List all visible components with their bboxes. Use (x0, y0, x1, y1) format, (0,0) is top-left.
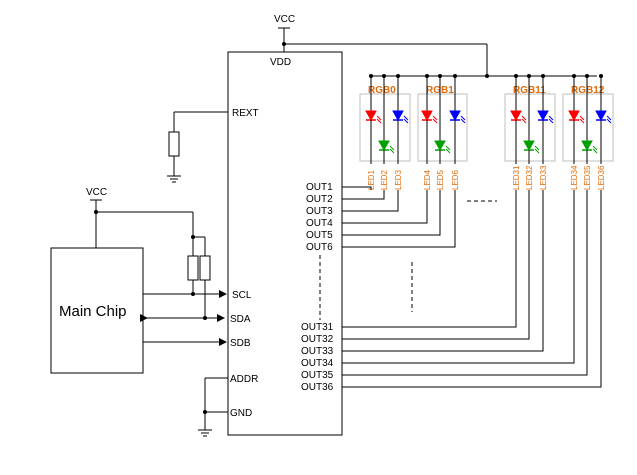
rgb-group-box (359, 93, 411, 162)
output-wires (342, 186, 602, 388)
led-diode-icon (378, 140, 390, 152)
led-label: LED5 (436, 169, 445, 190)
led-label: LED3 (394, 169, 403, 190)
addr-gnd (198, 377, 228, 437)
pin-out35: OUT35 (301, 370, 334, 381)
pin-out4: OUT4 (306, 218, 333, 229)
rgb-group-label: RGB11 (513, 85, 546, 96)
pin-gnd: GND (230, 408, 252, 419)
led-label: LED32 (525, 165, 534, 190)
led-diode-icon (421, 110, 433, 122)
led-label: LED36 (597, 165, 606, 190)
pin-scl: SCL (232, 290, 252, 301)
driver-ic-body (227, 51, 343, 436)
pin-sdb: SDB (230, 338, 251, 349)
vcc-left: VCC (86, 187, 211, 320)
rgb-group-box (504, 93, 556, 162)
vcc-left-label: VCC (86, 187, 107, 198)
vcc-top-label: VCC (274, 14, 295, 25)
rgb-group-label: RGB12 (571, 85, 605, 96)
output-wire (342, 190, 399, 212)
pin-out3: OUT3 (306, 206, 333, 217)
led-label: LED34 (570, 165, 579, 190)
rgb-group-box (562, 93, 614, 162)
pin-rext: REXT (232, 108, 259, 119)
pin-out1: OUT1 (306, 182, 333, 193)
pin-out6: OUT6 (306, 242, 333, 253)
led-label: LED31 (512, 165, 521, 190)
led-diode-icon (523, 140, 535, 152)
output-wire (342, 190, 544, 352)
output-wire (342, 190, 575, 364)
rgb-group-label: RGB0 (368, 85, 396, 96)
led-diode-icon (568, 110, 580, 122)
rext-resistor (167, 111, 228, 183)
led-diode-icon (581, 140, 593, 152)
output-wire (342, 190, 530, 340)
vcc-top: VCC (274, 14, 488, 76)
pin-out32: OUT32 (301, 334, 334, 345)
pin-out33: OUT33 (301, 346, 334, 357)
main-chip-label: Main Chip (59, 303, 127, 320)
led-label: LED4 (423, 169, 432, 190)
pin-out36: OUT36 (301, 382, 334, 393)
anode-bus (370, 74, 597, 78)
pin-addr: ADDR (230, 374, 258, 385)
pullup-resistor-sda (199, 255, 211, 281)
pin-vdd: VDD (270, 57, 291, 68)
led-diode-icon (392, 110, 404, 122)
led-diode-icon (434, 140, 446, 152)
led-label: LED6 (451, 169, 460, 190)
pin-sda: SDA (230, 314, 251, 325)
pin-out34: OUT34 (301, 358, 334, 369)
output-wire (342, 190, 602, 388)
output-wire (342, 190, 385, 200)
output-wire (342, 186, 372, 190)
led-label: LED1 (367, 169, 376, 190)
rgb-group-box (417, 93, 468, 162)
output-wire (342, 190, 456, 248)
led-label: LED33 (539, 165, 548, 190)
output-wire (342, 190, 588, 376)
led-diode-icon (449, 110, 461, 122)
main-chip: Main Chip (50, 247, 227, 374)
led-diode-icon (365, 110, 377, 122)
main-chip-body (50, 247, 144, 374)
led-label: LED35 (583, 165, 592, 190)
pin-out5: OUT5 (306, 230, 333, 241)
output-wire (342, 190, 441, 236)
driver-ic: VDD REXT SCL SDA SDB ADDR GND OUT1 OUT2 … (227, 51, 343, 436)
pin-out31: OUT31 (301, 322, 334, 333)
pullup-resistor-scl (187, 255, 199, 281)
led-diode-icon (537, 110, 549, 122)
pin-out2: OUT2 (306, 194, 333, 205)
output-wire (342, 190, 428, 224)
led-diode-icon (595, 110, 607, 122)
led-label: LED2 (380, 169, 389, 190)
led-diode-icon (510, 110, 522, 122)
output-wire (342, 190, 517, 328)
